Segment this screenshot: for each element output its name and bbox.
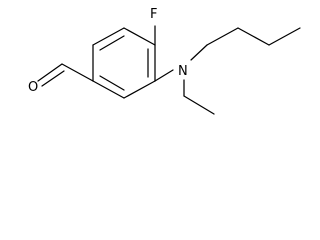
butyl-c3-c4-bond (268, 27, 301, 46)
aldehyde-c-o-double-bond-outer (37, 63, 63, 82)
ring-inner-double-bond-bottom (99, 75, 125, 91)
nitrogen-to-butyl-c1-bond (190, 44, 208, 61)
butyl-c2-c3-bond (237, 27, 270, 46)
ring-to-aldehyde-carbon-bond (61, 63, 94, 82)
ring-bond-5 (92, 80, 125, 99)
ring-to-nitrogen-bond (154, 69, 174, 82)
butyl-c1-c2-bond (206, 27, 239, 46)
ring-inner-double-bond-top (99, 35, 125, 51)
ring-bond-1 (92, 27, 125, 46)
molecule-canvas: F O N (0, 0, 308, 121)
ring-bond-4 (123, 80, 156, 99)
nitrogen-atom-label: N (178, 64, 188, 79)
ethyl-c1-c2-bond (183, 95, 215, 115)
skeletal-formula-diagram: F O N (28, 7, 301, 115)
fluorine-atom-label: F (150, 7, 157, 22)
oxygen-atom-label: O (28, 80, 38, 95)
aldehyde-c-o-double-bond-inner (41, 70, 65, 87)
ring-bond-2 (123, 27, 156, 46)
